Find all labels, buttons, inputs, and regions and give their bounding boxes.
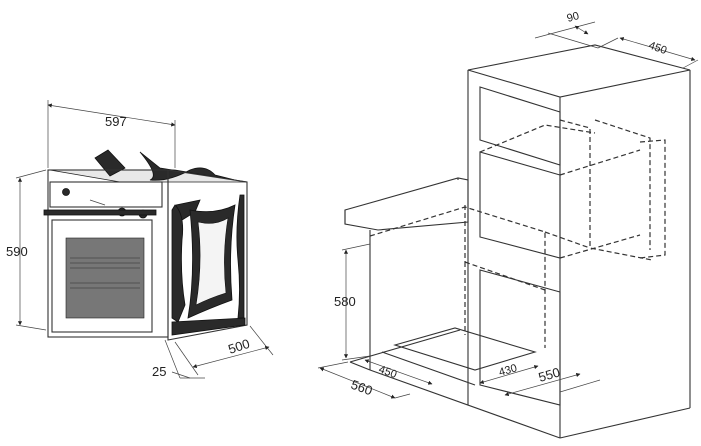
oven-side-cutout xyxy=(195,217,229,306)
oven-side-rail-left xyxy=(171,204,186,323)
upper-opening xyxy=(479,86,561,166)
oven-dim-front: 25 xyxy=(152,339,205,379)
oven-height-label: 590 xyxy=(6,244,28,259)
oven-door-handle xyxy=(43,209,157,216)
base-550-label: 550 xyxy=(537,364,562,384)
oven-drawing xyxy=(43,149,248,341)
top-90-label: 90 xyxy=(566,10,581,25)
oven-top-bracket xyxy=(139,151,236,181)
oven-dim-width: 597 xyxy=(47,100,176,168)
depth-base-label: 560 xyxy=(349,377,375,399)
cabinet-drawing xyxy=(344,44,691,439)
oven-dim-height: 590 xyxy=(6,169,47,331)
countertop xyxy=(344,177,469,231)
base-450-label: 450 xyxy=(377,364,398,382)
cabinet-dim-top-90: 90 xyxy=(534,10,599,49)
oven-door xyxy=(51,219,153,333)
cabinet-dim-niche-height: 580 xyxy=(334,243,371,361)
oven-side-rail-right xyxy=(236,194,245,319)
oven-depth-label: 500 xyxy=(226,336,251,357)
cabinet-dim-450-base: 450 xyxy=(364,359,433,385)
niche-floor xyxy=(393,327,537,371)
oven-base-rail xyxy=(171,317,246,336)
hidden-edges xyxy=(369,119,666,348)
oven-knob-left xyxy=(62,188,70,196)
niche-height-label: 580 xyxy=(334,294,356,309)
oven-width-label: 597 xyxy=(105,114,127,129)
oven-racks xyxy=(70,257,140,289)
top-450-label: 450 xyxy=(647,40,668,58)
oven-niche xyxy=(479,151,561,259)
oven-window xyxy=(65,237,145,319)
oven-front-label: 25 xyxy=(152,364,166,379)
cabinet-dim-top-450: 450 xyxy=(597,37,699,69)
base-430-label: 430 xyxy=(498,362,519,379)
lower-opening xyxy=(479,269,561,406)
oven-control-panel xyxy=(49,181,163,208)
oven-dim-depth: 500 xyxy=(174,325,274,376)
cabinet-dim-550-base: 550 xyxy=(504,364,601,397)
oven-display xyxy=(89,199,106,206)
oven-side xyxy=(167,169,248,341)
